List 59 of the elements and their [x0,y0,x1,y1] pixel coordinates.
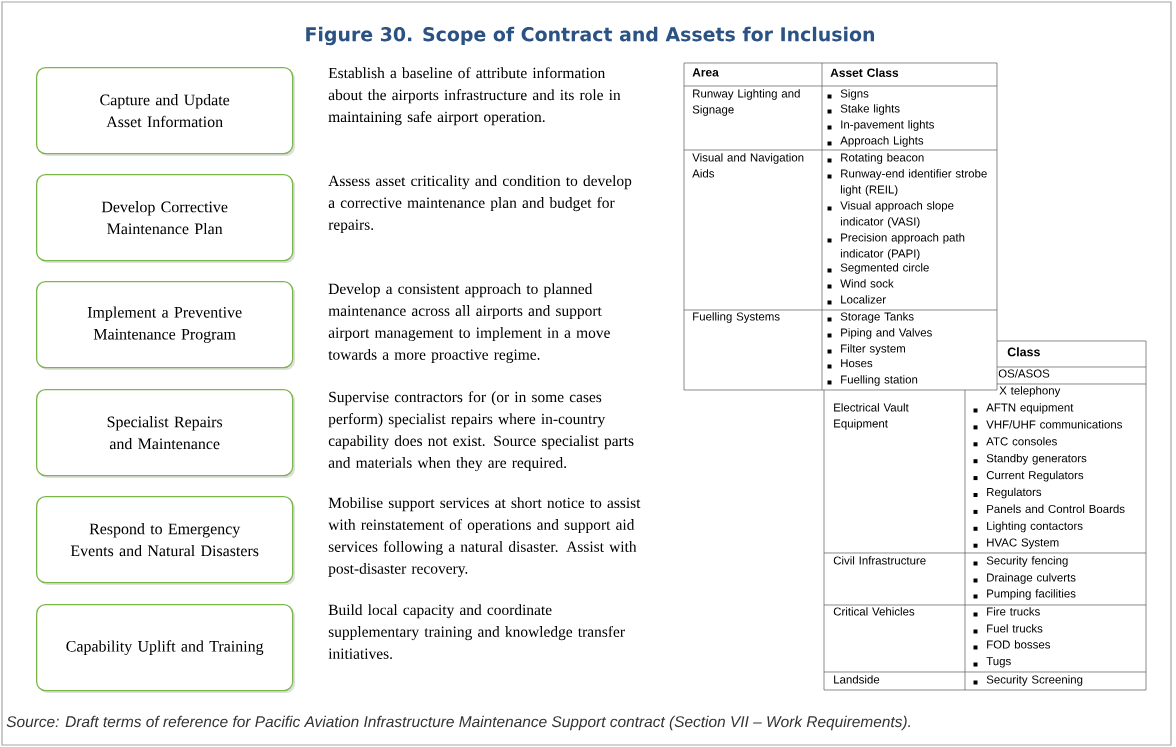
asset-item: Localizer [841,295,886,304]
asset-item: HVAC System [987,538,1059,549]
asset-item: Precision approach path indicator (PAPI) [840,233,965,260]
asset-item: Pumping facilities [987,589,1076,600]
asset-item: Visual approach slope indicator (VASI) [840,201,954,228]
figure-title: Figure 30. Scope of Contract and Assets for Inclusion [306,26,875,46]
asset-item: Approach Lights [840,136,924,147]
area-name: Visual and Navigation Aids [692,153,804,178]
asset-item: ATC consoles [986,437,1057,446]
process-box: Develop Corrective Maintenance Plan [36,174,295,263]
asset-item: Current Regulators [986,470,1084,482]
description-text: Assess asset criticality and condition to develop a corrective maintenance plan and budget for repairs. [328,175,632,234]
column-header: Asset Class [830,68,899,77]
column-header: Area [692,68,719,77]
process-box: Capture and Update Asset Information [36,67,295,156]
asset-item: In-pavement lights [841,120,934,131]
column-header: Class [1007,347,1040,357]
asset-item: VHF/UHF communications [986,420,1122,429]
area-name: Civil Infrastructure [833,556,926,565]
area-name: Critical Vehicles [833,607,915,616]
process-box: Respond to Emergency Events and Natural Disasters [36,496,295,585]
process-box: Specialist Repairs and Maintenance [36,389,295,478]
asset-item: Fuelling station [841,375,918,386]
source-caption: Source: Draft terms of reference for Pacific Aviation Infrastructure Maintenance Support contract (Section VII – Work Requirements). [6,715,910,731]
asset-item: AFTN equipment [986,403,1074,414]
asset-item: Piping and Valves [841,328,932,339]
asset-item: Fuel trucks [987,624,1043,633]
description-text: Establish a baseline of attribute information about the airports infrastructure and its role in maintaining safe airport operation. [328,67,621,126]
asset-item: Tugs [986,657,1011,668]
description-text: Supervise contractors for (or in some cases perform) specialist repairs where in-country capability does not exist. Source specialist parts and materials when they are required. [328,391,634,472]
asset-item: Runway-end identifier strobe light (REIL) [840,169,987,196]
asset-item: Regulators [987,487,1042,499]
asset-item: Storage Tanks [840,312,914,323]
description-text: Build local capacity and coordinate supplementary training and knowledge transfer initiatives. [328,604,625,659]
asset-item: Security fencing [986,556,1068,567]
asset-item: Wind sock [840,279,894,288]
asset-item: Drainage culverts [987,573,1076,584]
area-name: Fuelling Systems [693,312,780,323]
asset-item: Segmented circle [840,263,929,274]
area-name: Electrical Vault Equipment [834,403,909,430]
process-box: Capability Uplift and Training [36,604,295,693]
asset-item: Panels and Control Boards [987,504,1125,513]
description-text: Mobilise support services at short notice to assist with reinstatement of operations and support aid services following a natural disaster. Assist with post-disaster recovery. [328,497,641,577]
asset-item: Stake lights [840,104,900,115]
asset-item: OS/ASOS [998,369,1050,378]
asset-item: Fire trucks [987,607,1040,616]
asset-item: X telephony [999,386,1061,397]
process-box: Implement a Preventive Maintenance Program [36,281,295,370]
asset-item: Rotating beacon [841,153,924,164]
area-name: Runway Lighting and Signage [692,89,800,116]
asset-item: Lighting contactors [987,521,1083,533]
asset-item: Security Screening [986,675,1083,686]
asset-item: Hoses [841,359,873,368]
description-text: Develop a consistent approach to planned maintenance across all airports and support airport management to implement in a move towards a more proactive regime. [328,283,610,363]
asset-item: Filter system [841,344,905,355]
asset-item: Standby generators [986,453,1087,465]
asset-item: FOD bosses [987,640,1051,649]
area-name: Landside [834,675,880,684]
asset-item: Signs [840,89,869,100]
